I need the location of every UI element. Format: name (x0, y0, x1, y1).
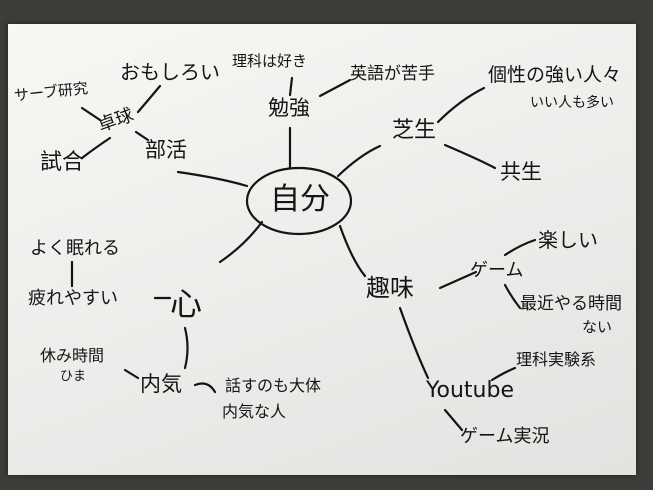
node-shumi: 趣味 (366, 274, 414, 302)
line-center-shiba (336, 144, 382, 178)
node-kyosei: 共生 (500, 160, 542, 184)
node-kokoro: 心 (170, 285, 203, 323)
line-benkyo-eigo (318, 78, 352, 98)
line-center-shumi (338, 224, 367, 278)
node-tsukare: 疲れやすい (28, 288, 118, 309)
node-benkyo: 勉強 (268, 96, 310, 120)
node-hanashi-1: 話すのも大体 (225, 376, 322, 395)
center-oval (245, 166, 353, 236)
node-tanoshii: 楽しい (538, 228, 598, 252)
line-kokoro-uchiki (183, 326, 189, 370)
line-shiba-kosei (436, 86, 486, 124)
node-youtube: Youtube (426, 378, 514, 403)
node-uchiki: 内気 (140, 372, 182, 396)
line-uchiki-yasumi (123, 368, 140, 380)
line-takkyu-omoshiroi (136, 84, 162, 114)
node-kosei: 個性の強い人々 (488, 64, 622, 86)
node-nemureru: よく眠れる (30, 238, 120, 259)
line-bukatsu-takkyu (134, 130, 150, 142)
line-shumi-game (438, 270, 478, 290)
node-rika-suki: 理科は好き (232, 52, 308, 70)
node-jikken: 理科実験系 (516, 350, 597, 369)
line-youtube-jikkyo (443, 408, 464, 432)
node-jikkyo: ゲーム実況 (460, 426, 550, 447)
line-center-bukatsu (176, 170, 249, 188)
line-benkyo-rika (288, 76, 294, 97)
paper-sheet (8, 24, 636, 475)
line-uchiki-hanashi (193, 382, 217, 394)
node-hanashi-2: 内気な人 (222, 402, 287, 421)
node-iihito: いい人も多い (530, 95, 614, 111)
node-game: ゲーム (470, 260, 524, 281)
node-shiba: 芝生 (392, 118, 437, 143)
line-shiba-kyosei (443, 143, 497, 170)
node-shiai: 試合 (40, 150, 85, 175)
node-bukatsu: 部活 (145, 138, 187, 162)
line-takkyu-shiai (80, 136, 112, 160)
node-yasumi: 休み時間 (40, 346, 105, 365)
line-shumi-youtube (398, 306, 430, 380)
line-takkyu-serve (80, 106, 102, 122)
node-saikin-1: 最近やる時間 (520, 294, 622, 314)
line-game-tanoshii (503, 238, 537, 257)
node-eigo: 英語が苦手 (350, 64, 435, 84)
node-saikin-2: ない (582, 318, 613, 336)
node-hima: ひま (60, 369, 87, 384)
node-omoshiroi: おもしろい (120, 60, 220, 84)
line-game-saikin (503, 283, 522, 310)
line-youtube-jikken (490, 366, 517, 382)
center-node: 自分 (270, 182, 330, 217)
line-center-kokoro (218, 220, 264, 264)
